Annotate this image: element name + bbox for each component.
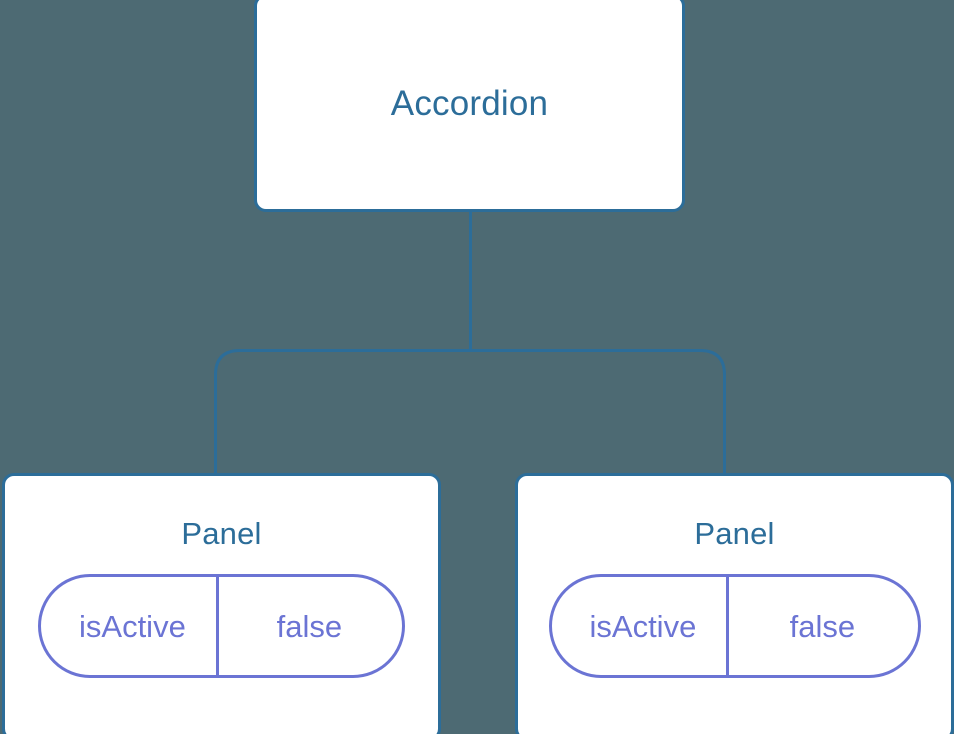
node-title: Accordion [390, 83, 549, 123]
prop-value: false [789, 608, 856, 644]
node-title: Panel [181, 516, 262, 551]
prop-pill-isactive[interactable]: isActive false [38, 574, 405, 678]
connector-branch-right [470, 349, 726, 478]
prop-pill-isactive[interactable]: isActive false [548, 574, 921, 678]
node-title: Panel [694, 516, 775, 551]
prop-key: isActive [41, 577, 219, 675]
node-panel-1[interactable]: Panel isActive false [515, 473, 954, 734]
node-accordion[interactable]: Accordion [254, 0, 685, 212]
connector-branch-left [214, 349, 471, 478]
node-panel-0[interactable]: Panel isActive false [2, 473, 441, 734]
prop-key: isActive [552, 577, 730, 675]
prop-value: false [276, 608, 343, 644]
